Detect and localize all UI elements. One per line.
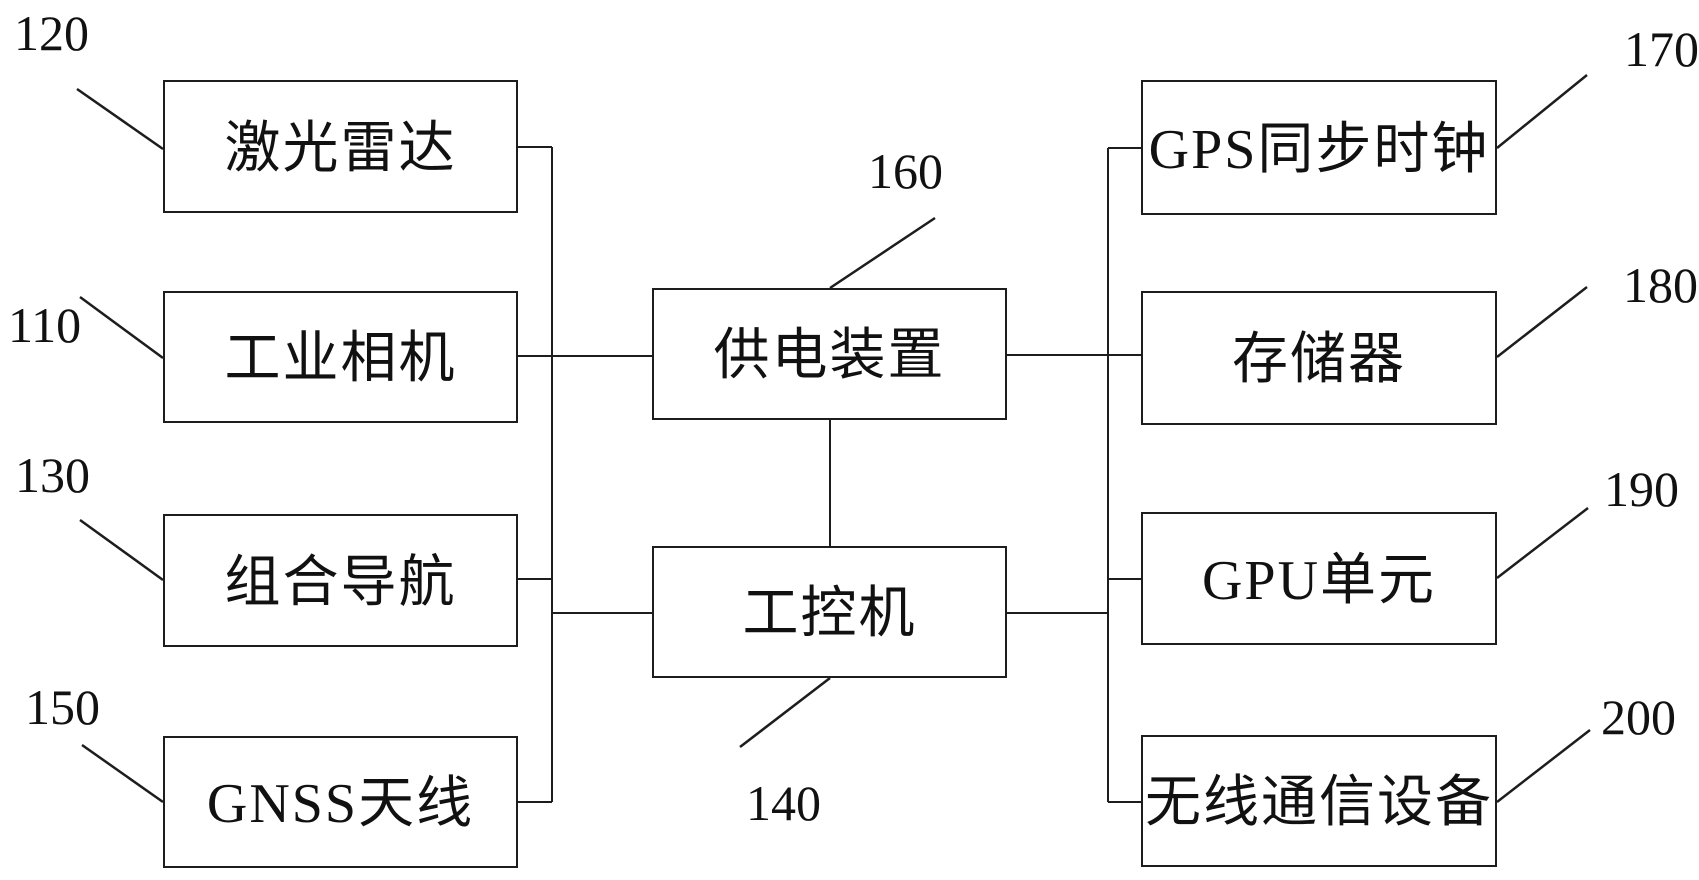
leader-line-120 xyxy=(76,87,164,151)
ref-label-180: 180 xyxy=(1623,257,1698,313)
node-wireless-comm-device: 无线通信设备 xyxy=(1141,735,1497,867)
node-gnss-antenna: GNSS天线 xyxy=(163,736,518,868)
node-label-power-supply: 供电装置 xyxy=(713,325,946,387)
ref-label-140: 140 xyxy=(746,775,821,831)
node-label-gnss-antenna: GNSS天线 xyxy=(206,773,475,835)
ref-label-120: 120 xyxy=(14,5,89,61)
leader-line-130 xyxy=(79,518,164,582)
leader-line-160 xyxy=(829,216,936,290)
node-power-supply: 供电装置 xyxy=(652,288,1007,420)
node-label-integrated-navigation: 组合导航 xyxy=(224,551,457,614)
node-label-industrial-pc: 工控机 xyxy=(742,583,917,645)
ref-label-130: 130 xyxy=(15,447,90,503)
leader-line-140 xyxy=(739,677,831,748)
ref-label-170: 170 xyxy=(1624,21,1699,77)
node-gps-sync-clock: GPS同步时钟 xyxy=(1141,80,1497,215)
ref-label-190: 190 xyxy=(1604,461,1679,517)
node-label-wireless-comm-device: 无线通信设备 xyxy=(1145,772,1493,834)
node-industrial-pc: 工控机 xyxy=(652,546,1007,678)
node-label-storage: 存储器 xyxy=(1232,329,1406,391)
leader-line-200 xyxy=(1496,729,1591,803)
ref-label-200: 200 xyxy=(1601,689,1676,745)
node-storage: 存储器 xyxy=(1141,291,1497,425)
node-label-gpu-unit: GPU单元 xyxy=(1201,549,1437,612)
node-label-industrial-camera: 工业相机 xyxy=(224,328,457,390)
node-industrial-camera: 工业相机 xyxy=(163,291,518,423)
ref-label-110: 110 xyxy=(8,297,82,353)
node-gpu-unit: GPU单元 xyxy=(1141,512,1497,645)
node-label-lidar: 激光雷达 xyxy=(224,117,457,180)
node-lidar: 激光雷达 xyxy=(163,80,518,213)
ref-label-160: 160 xyxy=(868,143,943,199)
leader-line-180 xyxy=(1496,286,1588,358)
leader-line-150 xyxy=(81,743,164,804)
leader-line-170 xyxy=(1496,74,1588,149)
ref-label-150: 150 xyxy=(25,679,100,735)
node-label-gps-sync-clock: GPS同步时钟 xyxy=(1148,118,1490,181)
leader-line-110 xyxy=(79,295,164,360)
node-integrated-navigation: 组合导航 xyxy=(163,514,518,647)
leader-line-190 xyxy=(1496,507,1589,579)
